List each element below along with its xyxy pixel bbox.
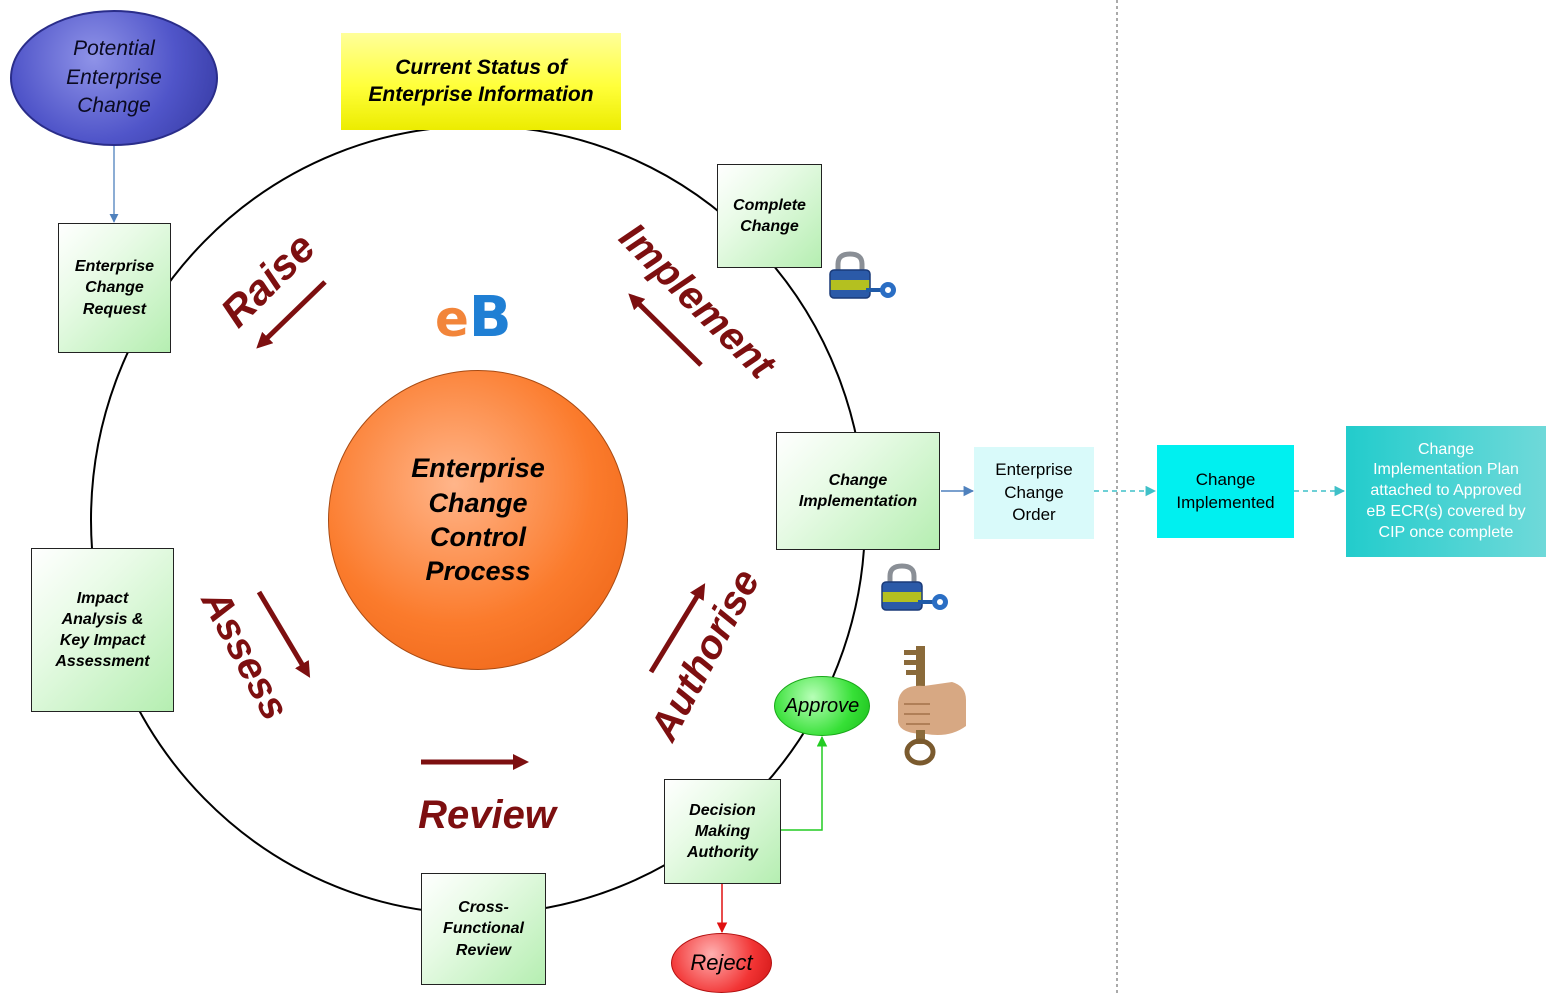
eb-logo-e: e: [435, 290, 469, 348]
current-status-box[interactable]: Current Status of Enterprise Information: [341, 33, 621, 130]
cross-line3: Review: [455, 941, 512, 959]
stage-label-review: Review: [418, 793, 556, 837]
ecr-line3: Request: [82, 300, 147, 318]
current-status-line1: Current Status of: [395, 55, 567, 79]
impact-analysis-step[interactable]: Impact Analysis & Key Impact Assessment: [31, 548, 174, 712]
reject-outcome[interactable]: Reject: [671, 933, 772, 993]
cross-line2: Functional: [443, 920, 524, 938]
cip-line1: Change: [1417, 440, 1475, 458]
implemented-line1: Change: [1195, 470, 1256, 490]
raise-arrow: [256, 280, 327, 349]
connector-decision-to-approve: [781, 735, 828, 831]
impact-line3: Key Impact: [59, 632, 146, 649]
change-implementation-step[interactable]: Change Implementation: [776, 432, 940, 550]
cip-line2: Implementation Plan: [1373, 461, 1519, 479]
cip-line3: attached to Approved: [1370, 482, 1522, 500]
ecr-line2: Change: [85, 279, 144, 297]
enterprise-change-request-step[interactable]: Enterprise Change Request: [58, 223, 171, 353]
eb-logo-b: B: [468, 285, 512, 350]
impact-line4: Assessment: [55, 653, 150, 671]
cip-line5: CIP once complete: [1378, 523, 1514, 541]
approve-outcome[interactable]: Approve: [774, 676, 870, 736]
decision-line3: Authority: [686, 844, 759, 862]
implementation-line1: Change: [828, 471, 888, 489]
hand-holding-key-icon: [898, 646, 966, 766]
enterprise-change-order-box[interactable]: Enterprise Change Order: [974, 447, 1094, 539]
change-implementation-plan-box[interactable]: Change Implementation Plan attached to A…: [1346, 426, 1546, 557]
padlock-key-icon: [881, 563, 948, 611]
decision-making-authority-step[interactable]: Decision Making Authority: [664, 779, 781, 884]
complete-change-step[interactable]: Complete Change: [717, 164, 822, 268]
reject-label: Reject: [690, 950, 753, 975]
center-line3: Control: [430, 522, 526, 552]
complete-line2: Change: [740, 218, 799, 235]
implementation-line2: Implementation: [798, 493, 918, 510]
potential-enterprise-change-node[interactable]: Potential Enterprise Change: [10, 10, 218, 146]
padlock-key-icon: [829, 251, 896, 299]
eco-line3: Order: [1012, 505, 1056, 525]
cip-line4: eB ECR(s) covered by: [1366, 502, 1526, 520]
potential-change-line2: Enterprise: [66, 65, 162, 89]
decision-line2: Making: [694, 822, 751, 840]
center-line1: Enterprise: [411, 453, 545, 484]
approve-label: Approve: [784, 694, 860, 717]
decision-line1: Decision: [689, 801, 756, 819]
implemented-line2: Implemented: [1176, 492, 1275, 512]
potential-change-line1: Potential: [73, 36, 155, 60]
current-status-line2: Enterprise Information: [368, 82, 594, 106]
cross-functional-review-step[interactable]: Cross- Functional Review: [421, 873, 546, 985]
enterprise-change-control-process-hub[interactable]: Enterprise Change Control Process: [328, 370, 628, 670]
ecr-line1: Enterprise: [74, 258, 155, 276]
eco-line1: Enterprise: [995, 460, 1073, 480]
assess-arrow: [256, 590, 311, 678]
impact-line1: Impact: [76, 589, 129, 607]
implement-arrow: [628, 293, 703, 367]
center-line4: Process: [425, 556, 531, 587]
potential-change-line3: Change: [77, 94, 151, 118]
complete-line1: Complete: [733, 196, 806, 214]
eco-line2: Change: [1004, 482, 1064, 502]
cross-line1: Cross-: [458, 899, 509, 917]
authorise-arrow: [648, 583, 706, 674]
center-line2: Change: [428, 487, 528, 518]
eb-logo-icon: eB: [435, 290, 512, 346]
impact-line2: Analysis &: [61, 610, 144, 628]
change-implemented-box[interactable]: Change Implemented: [1157, 445, 1294, 538]
